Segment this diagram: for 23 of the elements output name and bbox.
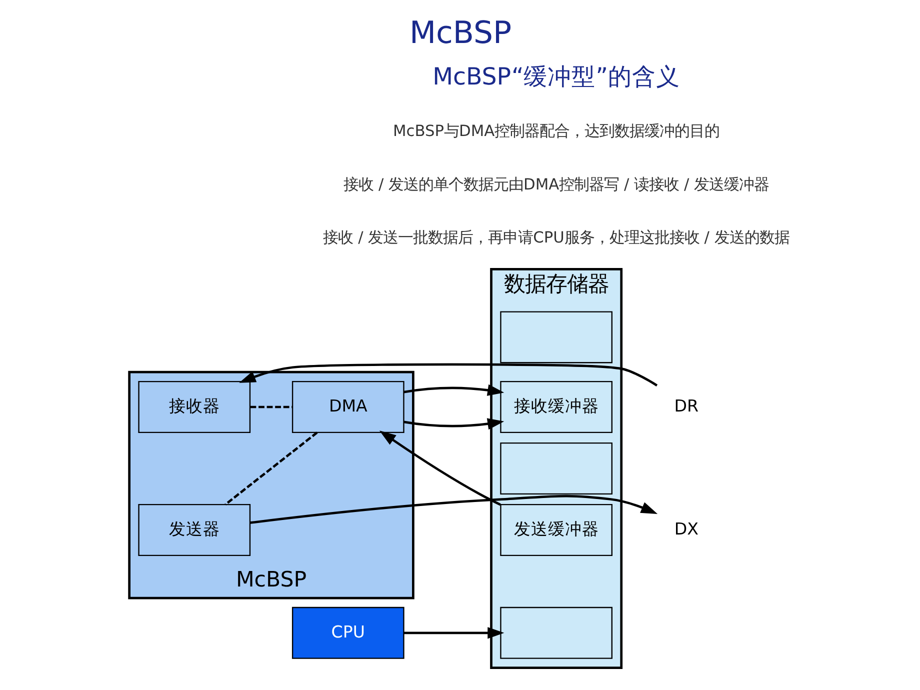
label: 接收 / 发送一批数据后，再申请CPU服务，处理这批接收 / 发送的数据: [322, 228, 789, 246]
arrow: [378, 430, 500, 506]
diagram-title: McBSP: [408, 14, 512, 51]
arrow: [403, 626, 504, 638]
node-box: [500, 606, 612, 658]
node-box: 发送器: [138, 504, 250, 556]
node-text: DR: [674, 396, 698, 415]
node-box: DMA: [291, 380, 404, 433]
arrow: [250, 494, 658, 524]
node-box: [500, 442, 612, 494]
node-box: [500, 310, 612, 363]
node-text: DX: [674, 518, 698, 538]
node-box: CPU: [291, 606, 404, 658]
label: 接收 / 发送的单个数据元由DMA控制器写 / 读接收 / 发送缓冲器: [343, 174, 769, 193]
arrow: [403, 384, 504, 430]
connector: [224, 431, 318, 505]
node-box: 接收缓冲器: [500, 380, 612, 433]
label: McBSP与DMA控制器配合，达到数据缓冲的目的: [392, 122, 720, 140]
arrow: [238, 362, 658, 386]
label: McBSP“缓冲型”的含义: [432, 62, 680, 90]
connector: [250, 405, 292, 408]
node-box: 发送缓冲器: [500, 504, 612, 556]
node-box: 接收器: [138, 380, 250, 433]
